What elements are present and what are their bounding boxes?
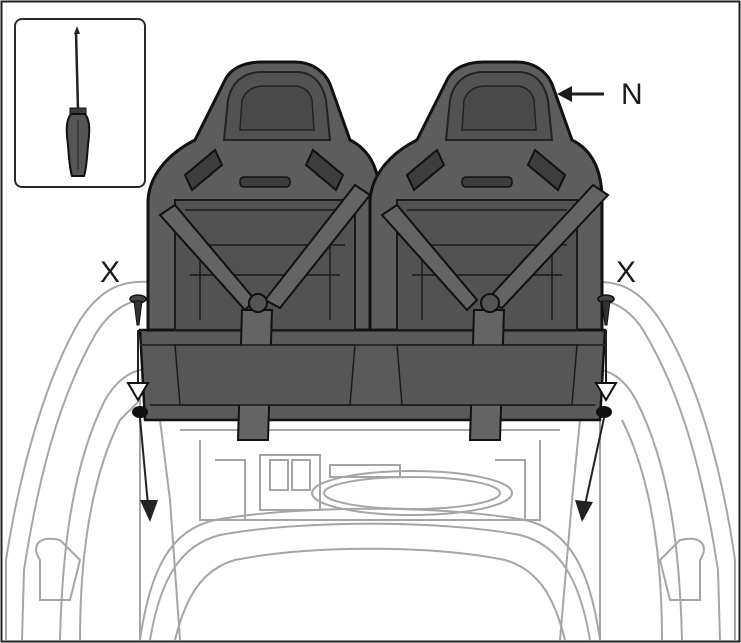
left-screw-hole-arrow (126, 330, 150, 418)
left-screw (129, 294, 147, 326)
seat-callout-label: N (621, 78, 643, 111)
seats-assembly (138, 60, 610, 441)
right-screw-callout-label: X (616, 256, 637, 289)
left-screw-callout-label: X (100, 256, 121, 289)
right-mount-arrow (575, 417, 605, 522)
right-screw (597, 294, 615, 326)
left-seat (146, 60, 382, 441)
screwdriver-icon (65, 26, 91, 177)
vehicle-body (5, 280, 736, 641)
right-seat (368, 60, 610, 441)
right-screw-hole-arrow (594, 330, 618, 418)
tool-required-box (14, 18, 146, 188)
left-mount-arrow (139, 417, 158, 522)
seat-callout-arrow (557, 86, 604, 102)
